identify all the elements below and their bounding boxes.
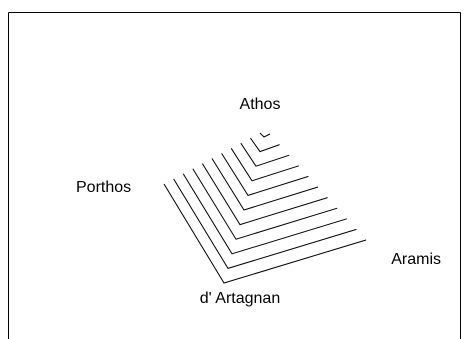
label-athos: Athos bbox=[240, 96, 281, 113]
chevron-line bbox=[192, 168, 338, 240]
chevron-line bbox=[230, 148, 299, 182]
chevron-line bbox=[163, 183, 367, 284]
nested-chevron-group bbox=[163, 132, 367, 284]
chevron-line bbox=[240, 142, 290, 167]
chevron-line bbox=[249, 137, 280, 153]
chevron-line bbox=[182, 173, 347, 255]
chevron-line bbox=[201, 163, 328, 226]
label-porthos: Porthos bbox=[76, 179, 131, 196]
chevron-line bbox=[259, 132, 271, 138]
chevron-line bbox=[173, 178, 357, 269]
label-d-artagnan: d' Artagnan bbox=[200, 290, 280, 307]
label-aramis: Aramis bbox=[391, 251, 441, 268]
chevron-line bbox=[221, 153, 309, 196]
chevron-line bbox=[211, 158, 319, 211]
